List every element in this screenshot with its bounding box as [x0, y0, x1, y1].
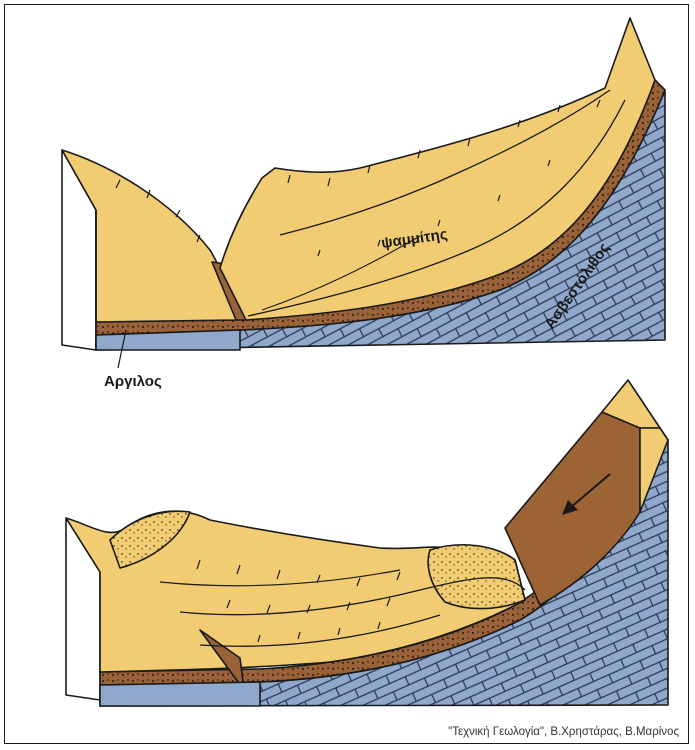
bottom-block-diagram [66, 380, 668, 706]
bottom-rubble-toe [428, 545, 525, 609]
source-caption: "Τεχνική Γεωλογία", Β.Χρηστάρας, Β.Μαρίν… [448, 726, 679, 738]
bottom-base-strip [100, 682, 260, 706]
clay-label: Αργιλος [104, 373, 162, 390]
